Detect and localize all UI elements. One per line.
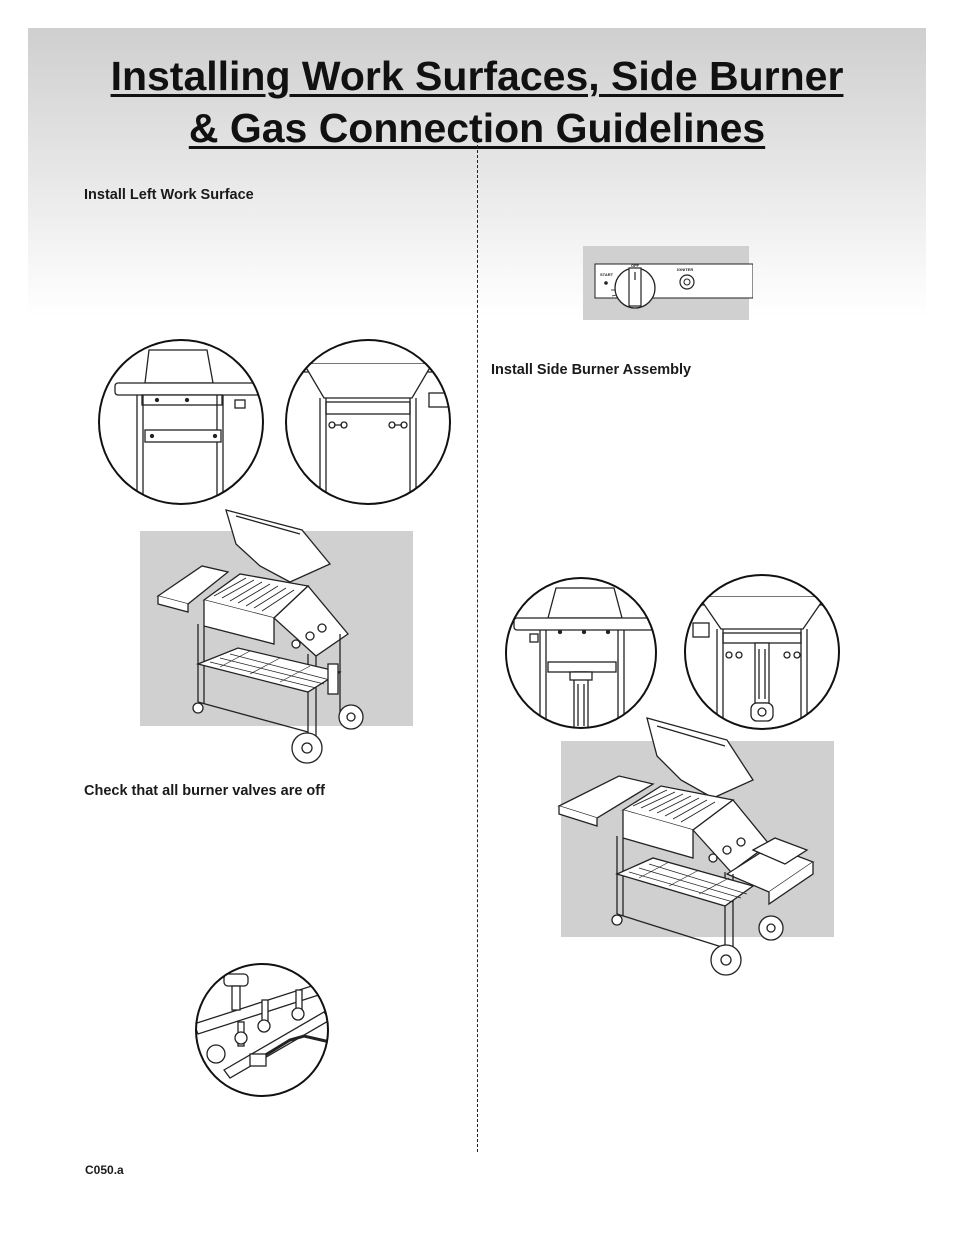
- title-line-1: Installing Work Surfaces, Side Burner: [110, 53, 844, 99]
- left-surface-detail-1-illustration: [97, 338, 265, 506]
- control-panel-off-illustration: START OFF IGNITER: [583, 246, 753, 320]
- burner-valves-off-heading: Check that all burner valves are off: [84, 783, 325, 799]
- igniter-label: IGNITER: [677, 267, 693, 272]
- grill-with-side-burner-illustration: [557, 714, 835, 978]
- grill-with-work-surface-illustration: [140, 504, 414, 766]
- page-title: Installing Work Surfaces, Side Burner & …: [28, 50, 926, 154]
- document-code: C050.a: [85, 1163, 124, 1177]
- burner-valves-illustration: [194, 962, 330, 1098]
- start-label: START: [600, 272, 614, 277]
- install-left-work-surface-heading: Install Left Work Surface: [84, 187, 254, 203]
- left-surface-detail-2-illustration: [284, 338, 452, 506]
- off-label: OFF: [631, 263, 640, 268]
- install-side-burner-heading: Install Side Burner Assembly: [491, 362, 692, 378]
- column-divider: [477, 140, 478, 1152]
- side-burner-detail-2-illustration: [683, 573, 841, 731]
- side-burner-detail-1-illustration: [504, 576, 658, 730]
